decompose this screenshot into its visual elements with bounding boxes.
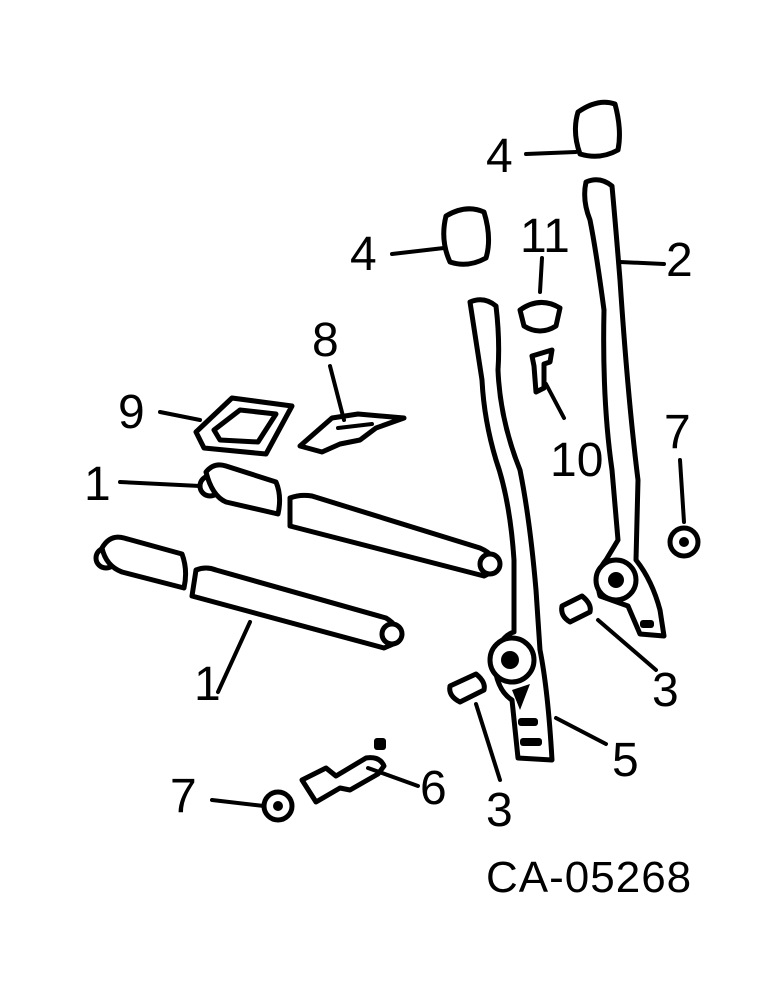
cap-part-11	[517, 300, 563, 334]
rod-part-1-lower	[93, 534, 405, 651]
callouts: 4 4 11 2 8 9 10 7 1 1 3 3 5 6 7	[84, 130, 693, 837]
callout-4-lower: 4	[350, 228, 377, 281]
knob-part-4-upper	[572, 99, 622, 159]
plate-part-8	[297, 411, 407, 455]
pin-part-3-left	[447, 671, 487, 705]
callout-10: 10	[550, 434, 603, 487]
callout-4-upper: 4	[486, 130, 513, 183]
lever-part-5	[467, 297, 555, 763]
callout-1-lower: 1	[194, 658, 221, 711]
callout-7-right: 7	[664, 406, 691, 459]
gasket-part-9	[193, 395, 295, 457]
rod-part-1-upper	[197, 462, 503, 579]
leader-lines	[118, 150, 686, 808]
callout-8: 8	[312, 314, 339, 367]
callout-2: 2	[666, 234, 693, 287]
callout-7-left: 7	[170, 770, 197, 823]
callout-1-upper: 1	[84, 458, 111, 511]
callout-6: 6	[420, 762, 447, 815]
callout-11: 11	[520, 210, 570, 263]
callout-5: 5	[612, 734, 639, 787]
pin-part-10	[529, 347, 555, 395]
knob-part-4-lower	[441, 206, 492, 267]
callout-9: 9	[118, 386, 145, 439]
callout-3-right: 3	[652, 664, 679, 717]
callout-3-left: 3	[486, 784, 513, 837]
lever-part-2	[582, 177, 667, 639]
pin-part-3-right	[559, 593, 593, 625]
ring-part-7-left	[261, 789, 295, 823]
drawing-code: CA-05268	[486, 853, 692, 902]
shaft-part-6	[299, 738, 387, 805]
ring-part-7-right	[667, 525, 701, 559]
